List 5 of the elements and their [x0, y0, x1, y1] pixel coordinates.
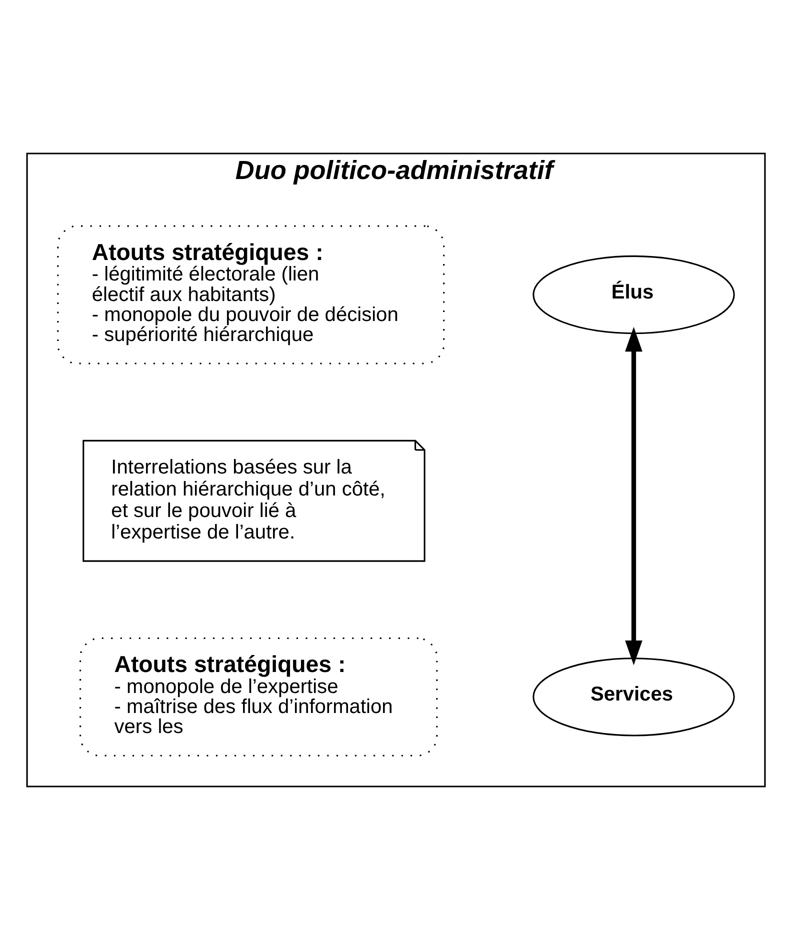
node-box: Atouts stratégiques : - monopole de l’expertise - maîtrise des flux d’information vers les	[80, 637, 438, 756]
node-box: Atouts stratégiques : - légitimité électorale (lien électif aux habitants) - monopole du pouvoir de décision - supériorité hiérarchique	[57, 224, 445, 364]
node-ellipse: Services	[532, 657, 735, 736]
arrow	[625, 326, 642, 665]
node-ellipse: Élus	[532, 254, 735, 334]
